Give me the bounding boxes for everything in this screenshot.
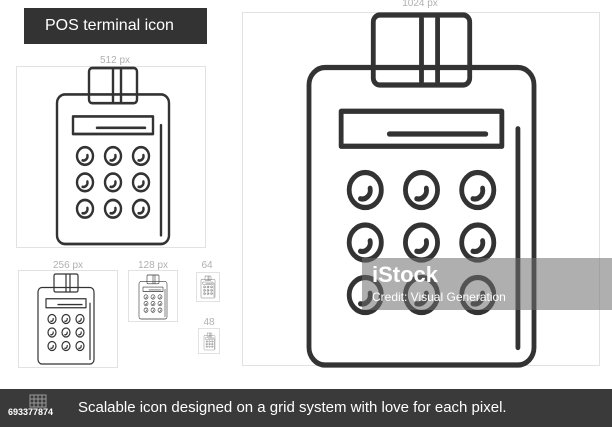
size-label-64: 64 (201, 260, 213, 271)
guide-frame-128 (128, 270, 178, 322)
pos-terminal-icon-512 (55, 66, 171, 246)
guide-frame-64 (196, 272, 220, 302)
size-label-48: 48 (203, 317, 215, 328)
guide-frame-48 (198, 328, 220, 354)
watermark-brand: iStock (372, 262, 439, 287)
footer-bar: 693377874 Scalable icon designed on a gr… (0, 389, 612, 427)
footer-text: Scalable icon designed on a grid system … (78, 399, 507, 416)
image-id: 693377874 (8, 407, 54, 417)
pos-terminal-icon-48 (203, 332, 216, 351)
size-label-128: 128 px (137, 260, 169, 271)
guide-frame-512 (16, 66, 206, 248)
size-label-512: 512 px (99, 55, 131, 66)
pos-terminal-icon-128 (138, 274, 168, 320)
pos-terminal-icon-64 (200, 275, 216, 299)
page-title: POS terminal icon (24, 8, 207, 44)
size-label-256: 256 px (52, 260, 84, 271)
pos-terminal-icon-256 (37, 273, 95, 365)
guide-frame-256 (18, 270, 118, 368)
pos-terminal-icon-large (309, 15, 534, 365)
watermark-band (362, 258, 612, 310)
watermark-credit: Credit: Visual Generation (372, 290, 506, 304)
size-label-1024: 1024 px (402, 0, 438, 9)
grid-logo-icon (29, 394, 47, 408)
